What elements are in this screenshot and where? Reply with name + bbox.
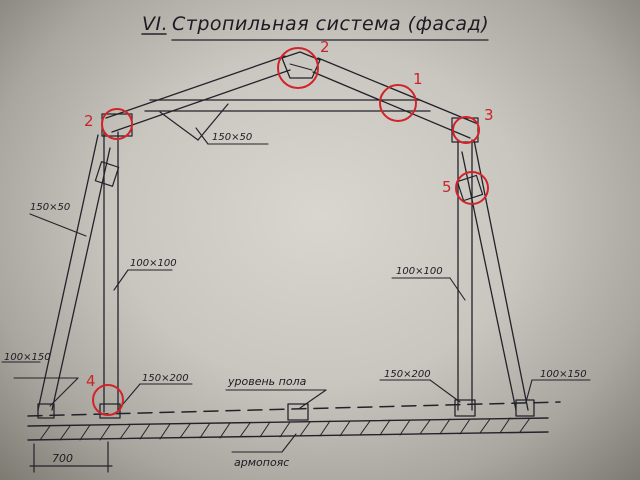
floor-level-label: уровень пола (227, 375, 307, 388)
collar-brace-left (159, 103, 229, 141)
offset-dimension-label: 700 (52, 452, 73, 465)
marker-circle-2-right (452, 116, 480, 144)
offset-dimension (29, 441, 113, 473)
left-post (101, 113, 133, 413)
marker-number-1: 1 (413, 70, 423, 88)
marker-number-5: 5 (442, 178, 452, 196)
left-post-leader (113, 269, 129, 291)
base-block-left-inner (99, 403, 121, 419)
right-outer-base-label: 100×150 (540, 369, 587, 380)
ring-beam-leader (281, 433, 297, 453)
ground-strip (27, 417, 549, 441)
base-block-right-inner (454, 399, 476, 417)
left-post-label: 100×100 (130, 258, 177, 269)
marker-number-3: 2 (320, 38, 330, 56)
right-rafter (312, 57, 479, 139)
title-roman-numeral: VI. (142, 13, 168, 35)
marker-circle-2-left (101, 108, 133, 140)
left-rafter (105, 55, 291, 133)
left-strut (37, 134, 120, 411)
ring-beam-label: армопояс (234, 456, 289, 469)
marker-number-4: 4 (86, 372, 96, 390)
base-block-center (287, 403, 309, 421)
marker-number-2-right: 3 (484, 106, 494, 124)
left-strut-leader (29, 213, 87, 237)
left-outer-base-label: 100×150 (4, 352, 51, 363)
left-inner-base-label: 150×200 (142, 373, 189, 384)
title-text: Стропильная система (фасад) (172, 13, 489, 35)
right-strut (456, 139, 529, 411)
base-block-right-outer (515, 399, 535, 417)
base-block-left-outer (37, 403, 55, 419)
left-strut-label: 150×50 (30, 202, 70, 213)
right-post (451, 117, 479, 411)
marker-circle-3 (277, 47, 319, 89)
ridge-node (281, 51, 321, 79)
floor-level-line (27, 401, 561, 417)
right-inner-base-label: 150×200 (384, 369, 431, 380)
right-post-label: 100×100 (396, 266, 443, 277)
marker-number-2-left: 2 (84, 112, 94, 130)
rafter-tie-label: 150×50 (212, 132, 252, 143)
marker-circle-5 (455, 171, 489, 205)
marker-circle-1 (379, 84, 417, 122)
marker-circle-4 (92, 384, 124, 416)
